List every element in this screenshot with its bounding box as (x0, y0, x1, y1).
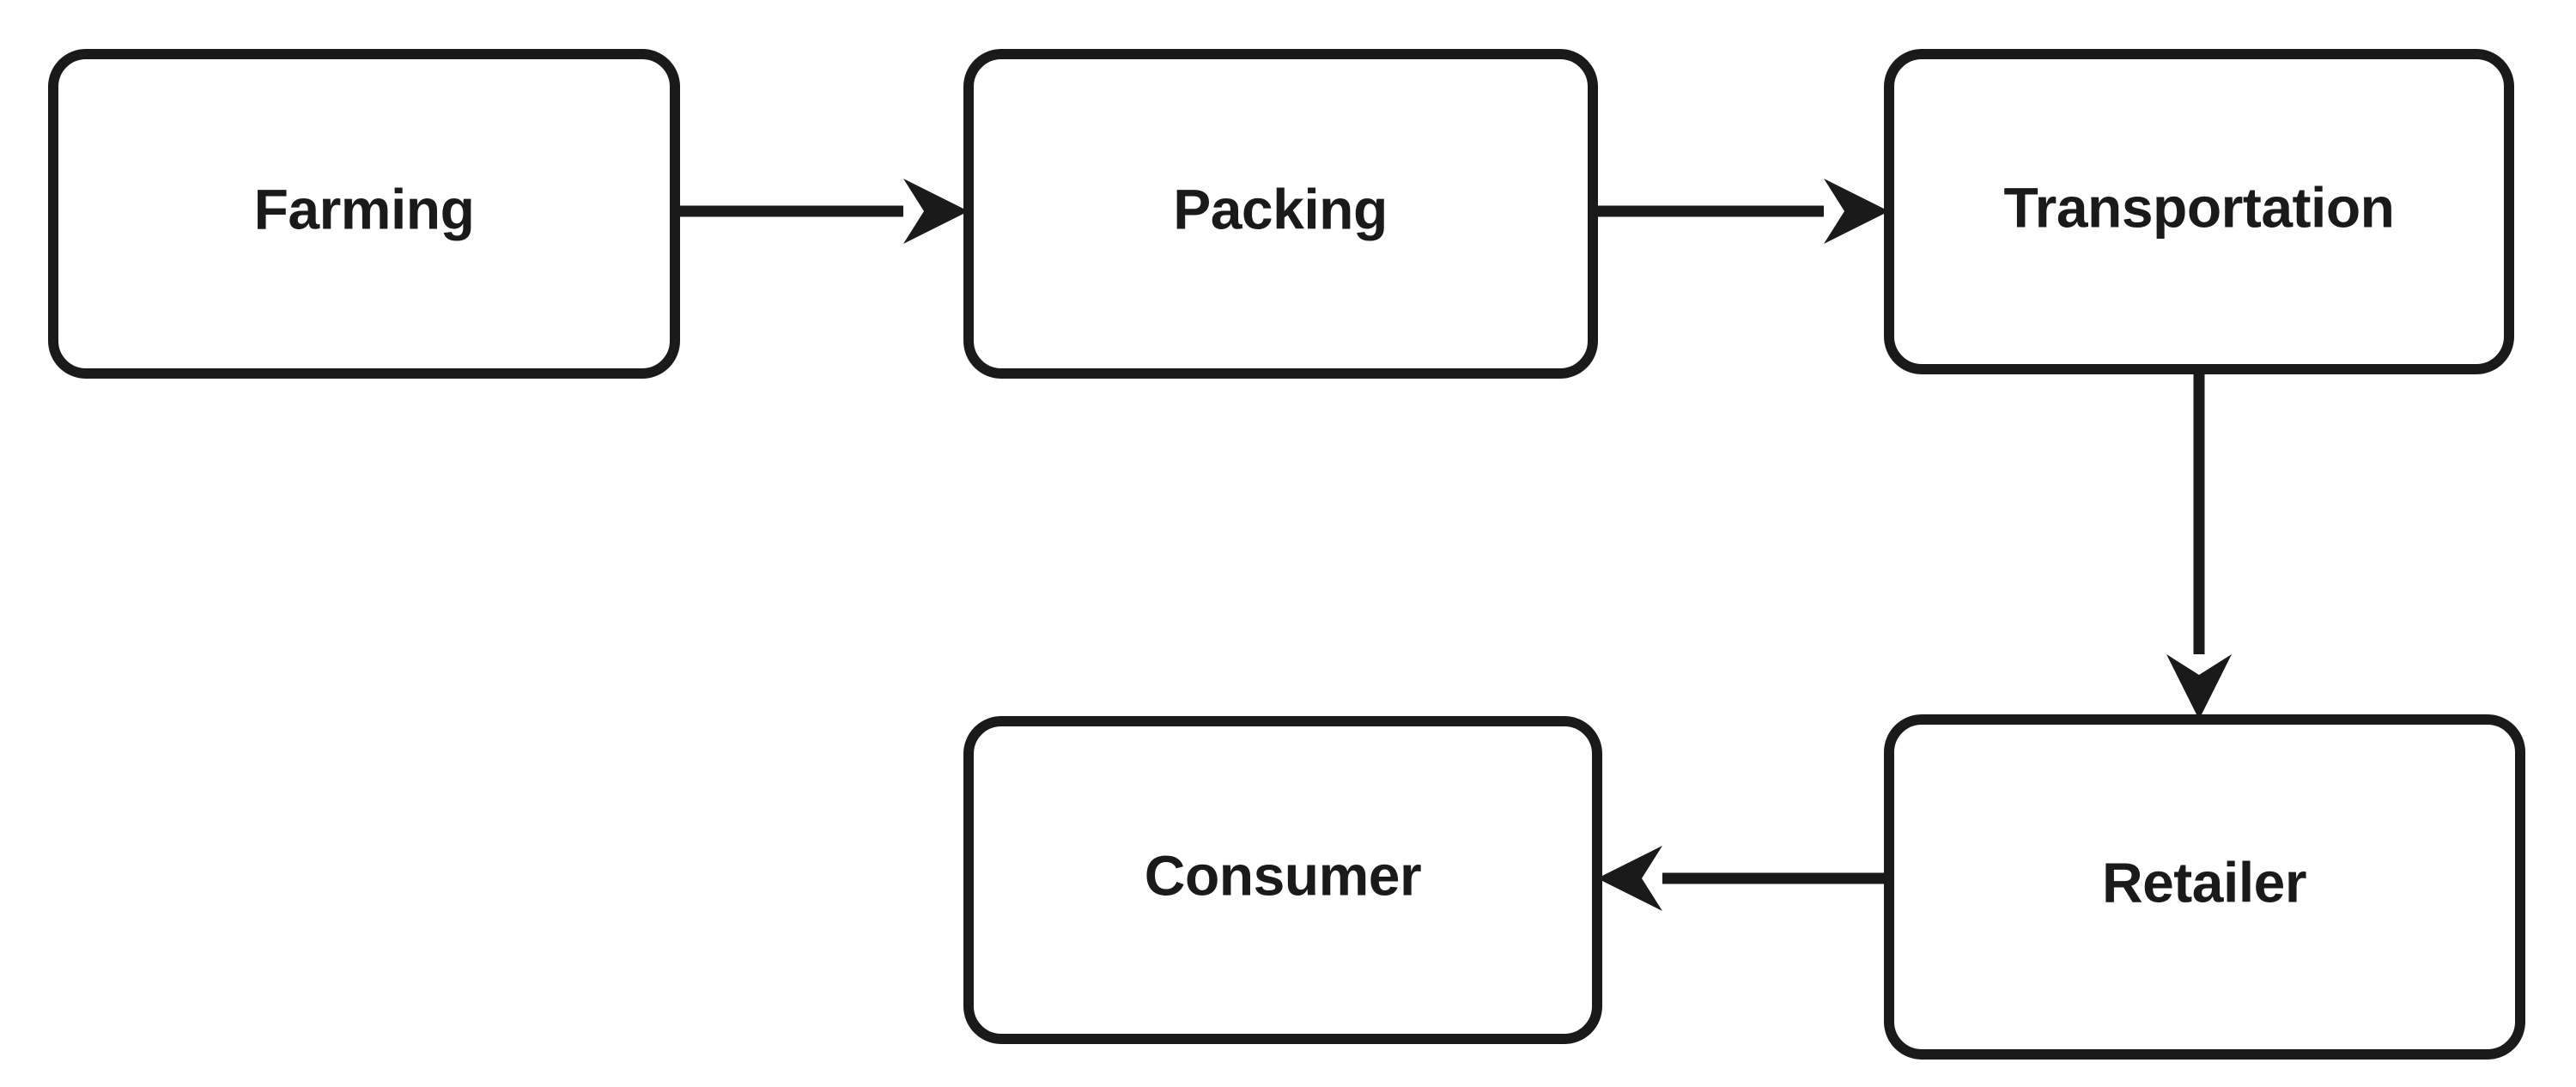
node-farming-box[interactable] (48, 49, 680, 379)
node-consumer-box[interactable] (963, 716, 1602, 1044)
arrowhead-right-packing (903, 179, 969, 244)
arrowhead-down-retailer (2166, 654, 2232, 720)
edge-packing-to-transportation (1593, 179, 1889, 244)
node-transportation-label: Transportation (2003, 175, 2394, 239)
arrowhead-left-consumer (1597, 846, 1662, 911)
node-packing[interactable]: Packing (963, 49, 1598, 379)
node-consumer[interactable]: Consumer (963, 716, 1602, 1044)
node-transportation-box[interactable] (1884, 49, 2514, 374)
node-consumer-label: Consumer (1145, 843, 1421, 907)
edge-retailer-to-consumer (1597, 846, 1889, 911)
node-transportation[interactable]: Transportation (1884, 49, 2514, 374)
node-retailer[interactable]: Retailer (1884, 714, 2525, 1060)
arrowhead-right-transportation (1824, 179, 1889, 244)
node-retailer-label: Retailer (2102, 850, 2306, 914)
node-packing-label: Packing (1173, 177, 1388, 240)
node-packing-box[interactable] (963, 49, 1598, 379)
edge-farming-to-packing (675, 179, 969, 244)
node-retailer-box[interactable] (1884, 714, 2525, 1060)
node-farming-label: Farming (254, 177, 475, 240)
node-farming[interactable]: Farming (48, 49, 680, 379)
edge-transportation-to-retailer (2166, 369, 2232, 720)
